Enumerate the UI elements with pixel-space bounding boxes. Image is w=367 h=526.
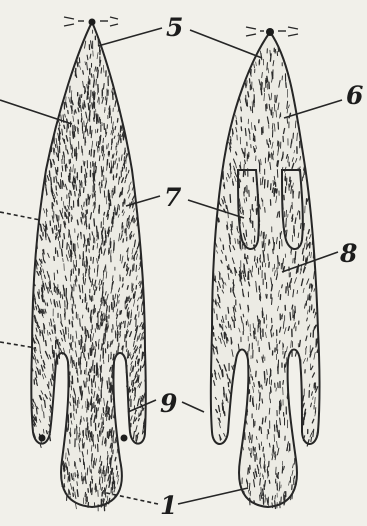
label-7: 7 [164, 183, 182, 212]
leader-1-right [178, 488, 248, 504]
leader-5-left [98, 28, 162, 46]
right-head-dot [266, 28, 274, 36]
right-hide [211, 27, 320, 508]
label-9: 9 [160, 389, 177, 418]
left-head-dot [89, 19, 96, 26]
leader-9-right [182, 402, 204, 412]
label-5: 5 [166, 13, 183, 42]
left-paw-left [39, 435, 46, 442]
label-6: 6 [346, 81, 363, 110]
label-1: 1 [160, 491, 177, 520]
pointer-left-middle [0, 212, 40, 220]
label-8: 8 [339, 239, 357, 268]
left-paw-right [121, 435, 128, 442]
pointer-left-lower [0, 342, 36, 348]
right-hide-outline [211, 32, 320, 507]
left-hide [31, 17, 145, 511]
leader-5-right [190, 30, 262, 58]
